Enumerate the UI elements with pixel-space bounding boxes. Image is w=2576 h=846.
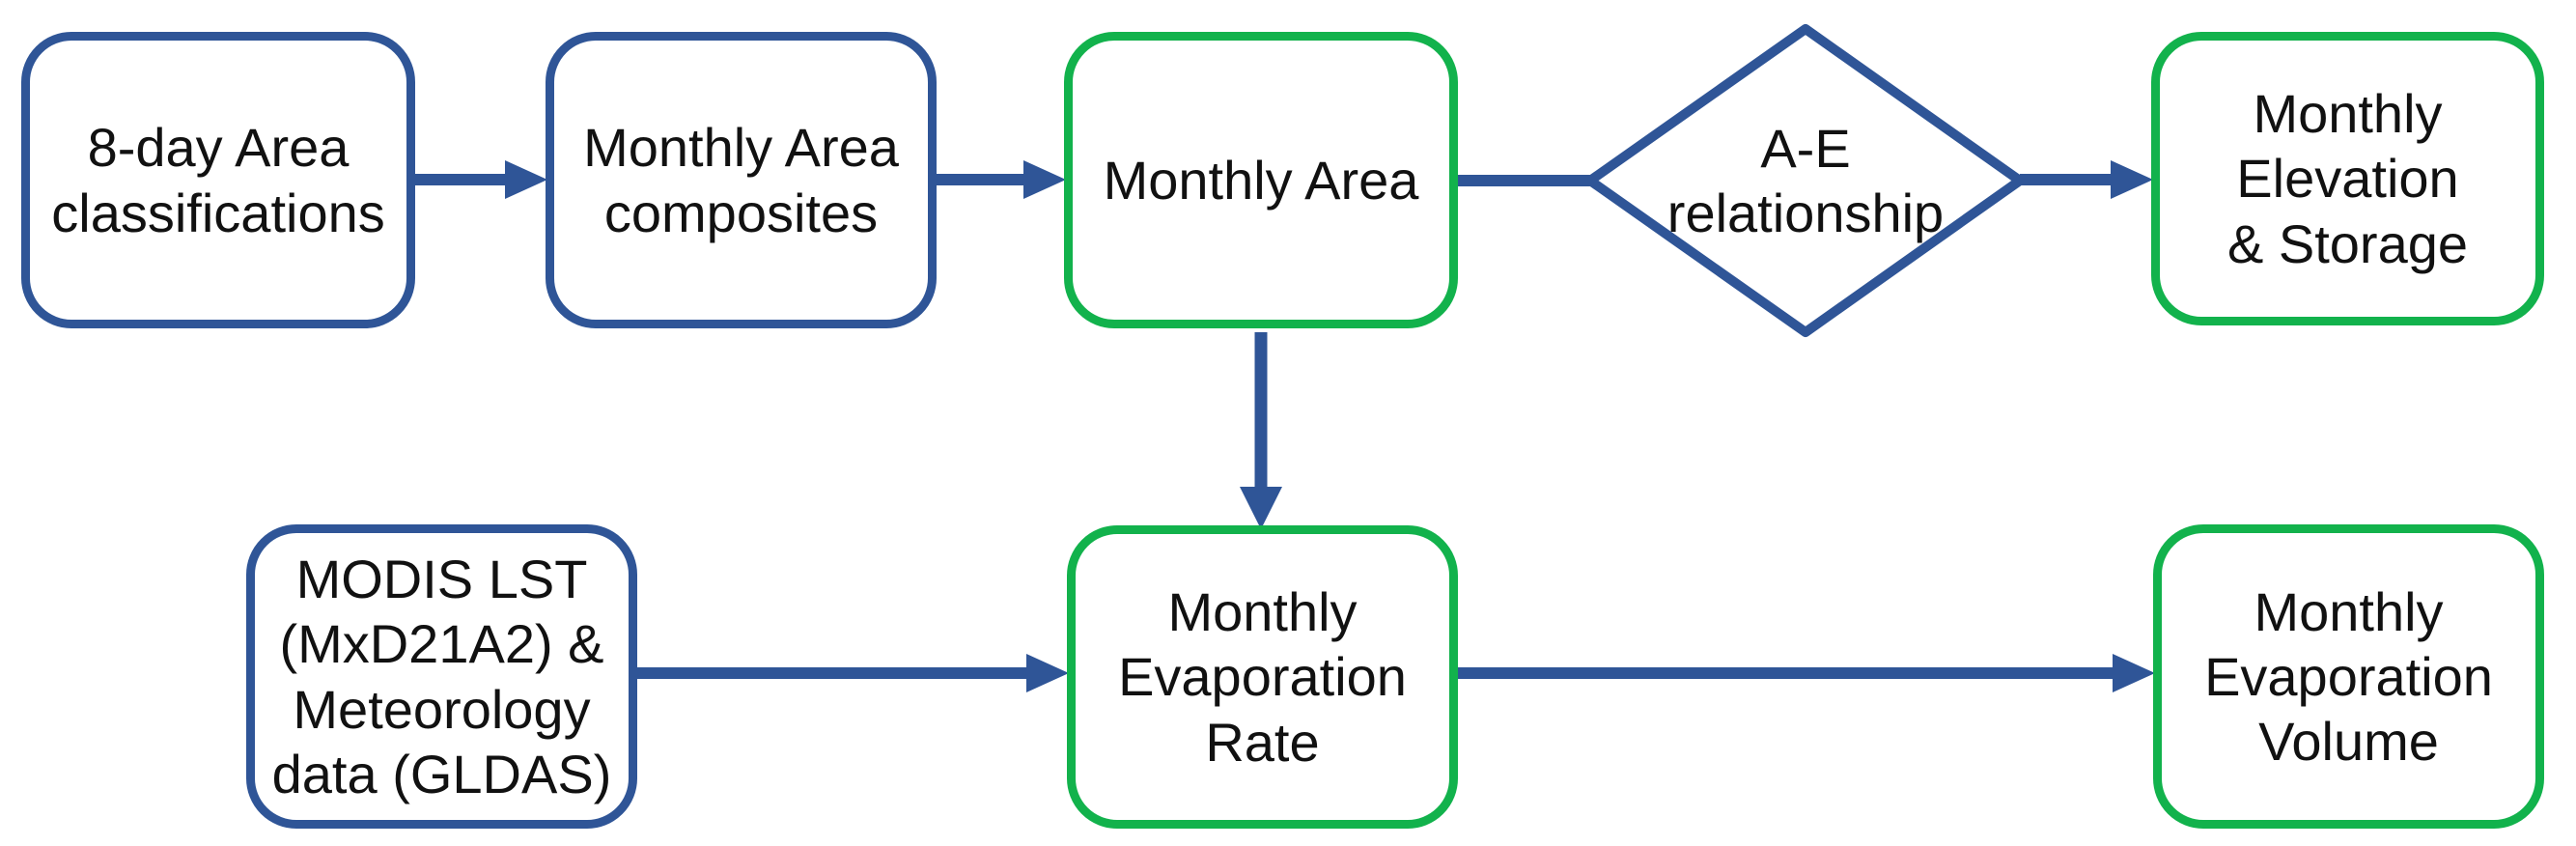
arrow-monthly-area-to-evap-rate — [1240, 332, 1282, 529]
arrow-classifications-to-composites — [415, 160, 547, 199]
node-label: Monthly Elevation & Storage — [2226, 83, 2469, 274]
node-label: Monthly Area composites — [583, 117, 899, 243]
node-label: Monthly Area — [1103, 149, 1419, 211]
node-monthly-area-composites: Monthly Area composites — [546, 32, 937, 328]
node-8day-area-classifications: 8-day Area classifications — [21, 32, 415, 328]
node-monthly-evaporation-volume: Monthly Evaporation Volume — [2153, 524, 2544, 829]
node-modis-lst-meteorology: MODIS LST (MxD21A2) & Meteorology data (… — [246, 524, 637, 829]
node-label: MODIS LST (MxD21A2) & Meteorology data (… — [271, 549, 612, 804]
node-label: Monthly Evaporation Volume — [2204, 580, 2493, 773]
node-label: 8-day Area classifications — [51, 117, 385, 243]
node-label: Monthly Evaporation Rate — [1118, 581, 1407, 773]
node-monthly-evaporation-rate: Monthly Evaporation Rate — [1067, 525, 1458, 829]
arrow-evap-rate-to-evap-volume — [1458, 654, 2155, 692]
node-monthly-elevation-storage: Monthly Elevation & Storage — [2151, 32, 2544, 325]
arrow-modis-to-evap-rate — [637, 654, 1069, 692]
node-ae-relationship-label: A-E relationship — [1666, 117, 1945, 243]
node-monthly-area: Monthly Area — [1064, 32, 1458, 328]
arrow-composites-to-monthly-area — [937, 160, 1066, 199]
arrow-diamond-to-elevation-storage — [2020, 160, 2153, 199]
